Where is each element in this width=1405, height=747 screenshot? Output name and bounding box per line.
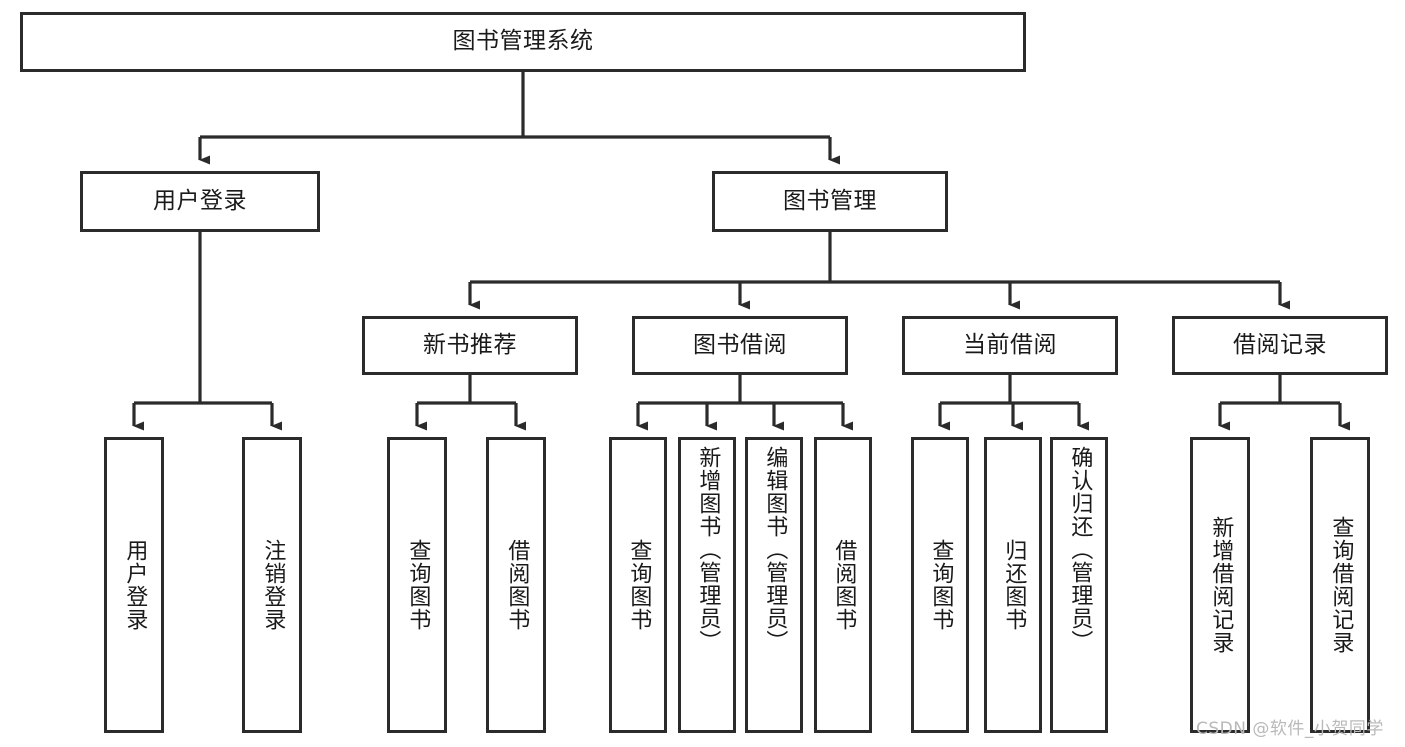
node-leaf-6[interactable]: 新增图书（管理员） (678, 437, 736, 733)
node-label: 新增借阅记录 (1208, 516, 1234, 654)
node-label: 注销登录 (260, 539, 286, 631)
node-label: 用户登录 (122, 539, 148, 631)
node-label: 用户登录 (153, 187, 247, 214)
node-label: 编辑图书（管理员） (762, 446, 788, 653)
node-leaf-12[interactable]: 新增借阅记录 (1190, 437, 1250, 733)
node-l3-2[interactable]: 图书借阅 (632, 316, 848, 375)
node-leaf-3[interactable]: 查询图书 (387, 437, 447, 733)
node-leaf-7[interactable]: 编辑图书（管理员） (745, 437, 803, 733)
node-label: 归还图书 (1001, 539, 1027, 631)
node-leaf-13[interactable]: 查询借阅记录 (1310, 437, 1370, 733)
node-label: 借阅记录 (1233, 331, 1327, 358)
node-label: 新书推荐 (423, 331, 517, 358)
node-label: 查询图书 (405, 539, 431, 631)
node-leaf-2[interactable]: 注销登录 (242, 437, 302, 733)
node-leaf-5[interactable]: 查询图书 (609, 437, 667, 733)
node-l3-1[interactable]: 新书推荐 (362, 316, 578, 375)
watermark: CSDN @软件_小贺同学 (1196, 719, 1384, 739)
node-leaf-11[interactable]: 确认归还（管理员） (1050, 437, 1108, 733)
node-label: 查询图书 (626, 539, 652, 631)
node-leaf-10[interactable]: 归还图书 (984, 437, 1042, 733)
node-label: 当前借阅 (963, 331, 1057, 358)
node-leaf-4[interactable]: 借阅图书 (486, 437, 546, 733)
node-leaf-1[interactable]: 用户登录 (104, 437, 164, 733)
node-label: 借阅图书 (831, 539, 857, 631)
node-l3-4[interactable]: 借阅记录 (1172, 316, 1388, 375)
node-label: 确认归还（管理员） (1067, 446, 1093, 653)
node-l2-2[interactable]: 图书管理 (712, 171, 948, 232)
node-label: 新增图书（管理员） (695, 446, 721, 653)
node-l3-3[interactable]: 当前借阅 (902, 316, 1118, 375)
node-root[interactable]: 图书管理系统 (20, 12, 1026, 72)
node-l2-1[interactable]: 用户登录 (80, 171, 320, 232)
node-label: 查询图书 (928, 539, 954, 631)
node-label: 借阅图书 (504, 539, 530, 631)
node-leaf-8[interactable]: 借阅图书 (814, 437, 872, 733)
node-label: 查询借阅记录 (1328, 516, 1354, 654)
node-label: 图书借阅 (693, 331, 787, 358)
node-label: 图书管理 (783, 187, 877, 214)
node-leaf-9[interactable]: 查询图书 (911, 437, 969, 733)
node-label: 图书管理系统 (452, 28, 594, 55)
